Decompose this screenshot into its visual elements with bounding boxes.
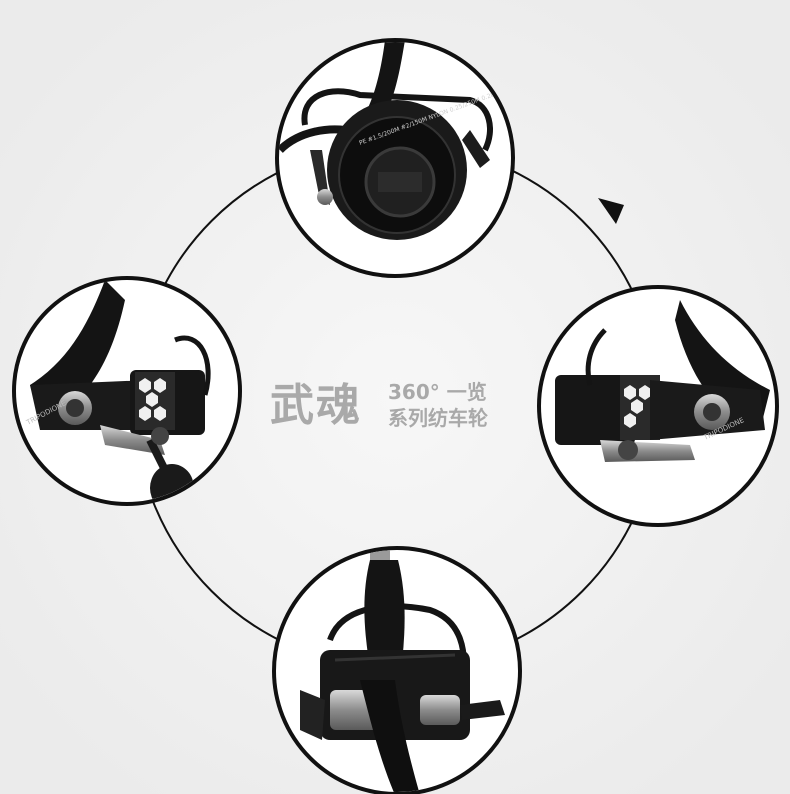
reel-left-view: TRIPODIONE <box>12 276 242 506</box>
center-title: 武魂 360° 一览 系列纺车轮 <box>270 378 520 438</box>
reel-rear-view <box>272 546 522 794</box>
reel-front-view: PE #1.5/200M #2/150M NYLON 0.25/250M 0.2… <box>275 38 515 278</box>
title-main: 武魂 <box>270 380 362 431</box>
reel-right-view: TRIPODIONE <box>537 285 779 527</box>
title-sub-line1: 360° 一览 <box>388 380 487 404</box>
title-sub-line2: 系列纺车轮 <box>388 406 488 430</box>
rotation-arrow-icon <box>598 198 624 224</box>
